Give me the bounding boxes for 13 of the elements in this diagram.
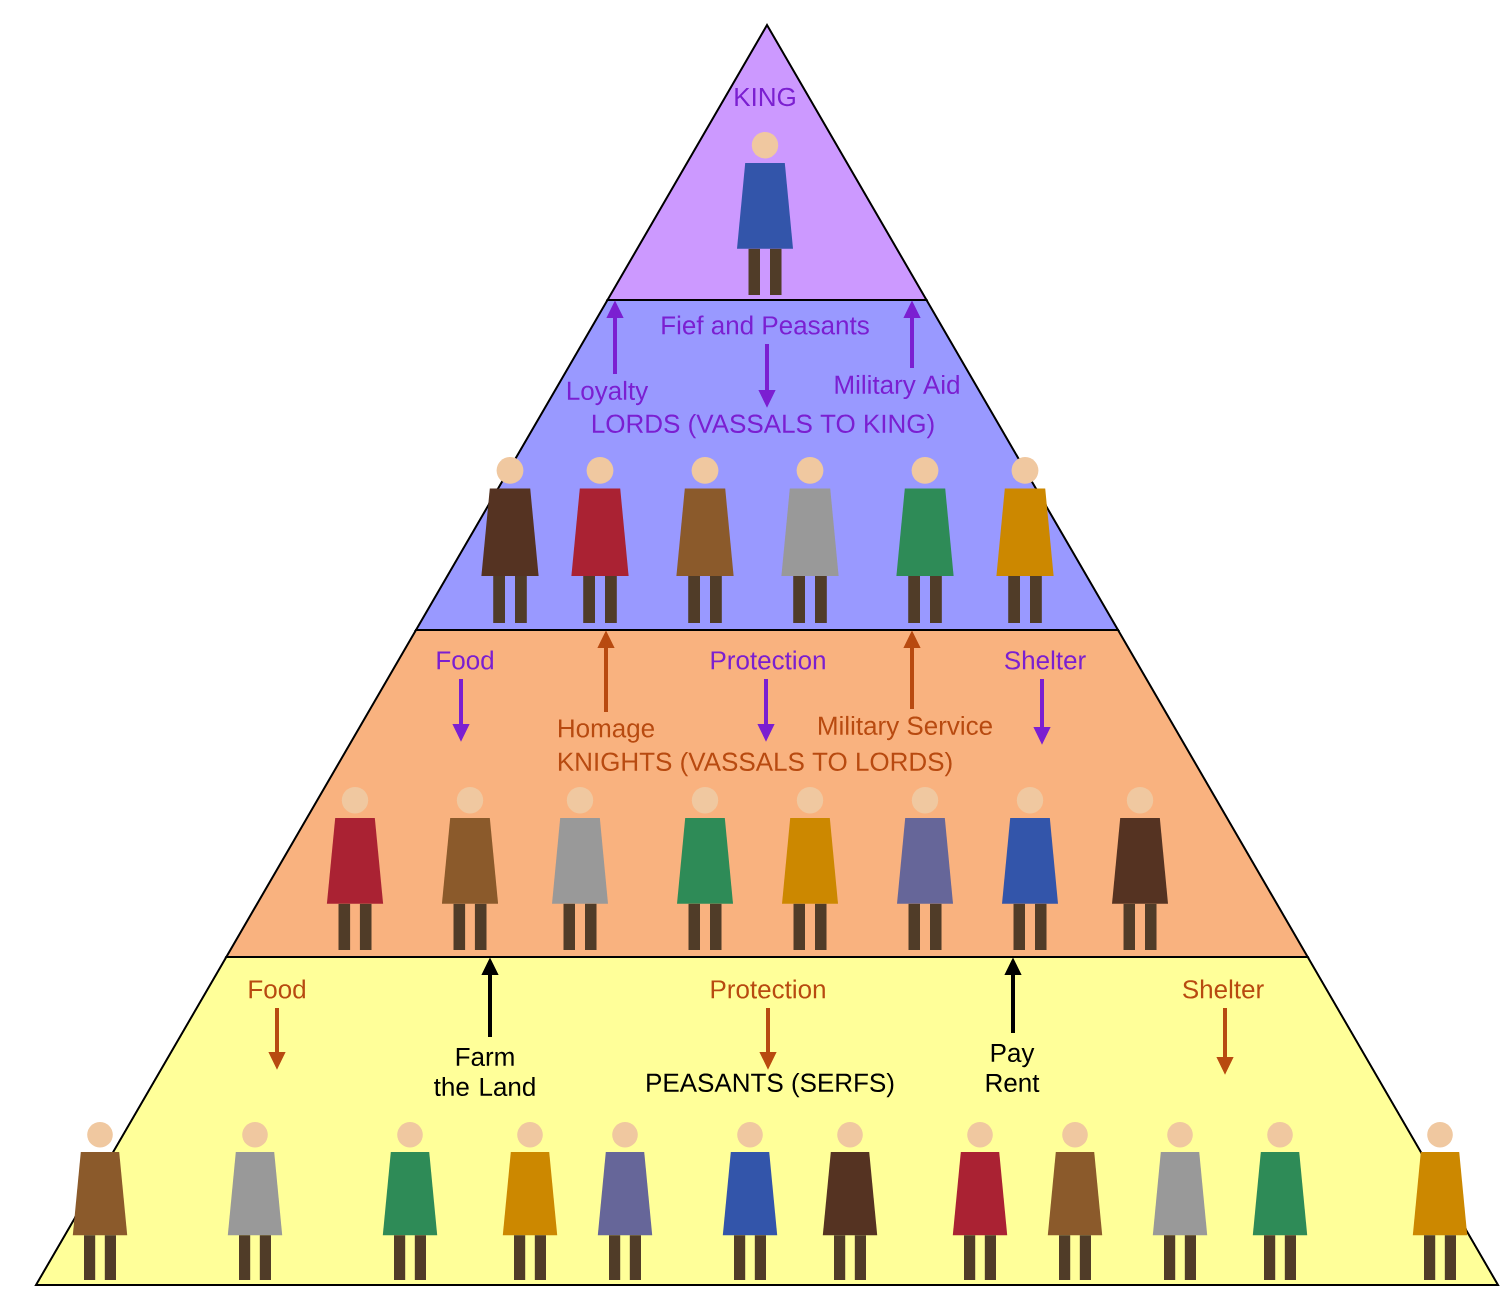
arrow-label: Homage [559, 719, 654, 743]
arrow-label: Protection [711, 650, 825, 670]
arrow-label: Farm the Land [434, 1047, 535, 1097]
arrow-label: Shelter [1183, 979, 1264, 999]
arrow-label: Fief and Peasants [662, 315, 869, 335]
arrow-label: Food [437, 650, 493, 670]
arrow-label: Military Aid [835, 374, 959, 400]
arrow-label: Pay Rent [986, 1043, 1040, 1093]
arrow-label: Protection [711, 979, 825, 999]
arrow-label: Military Service [819, 715, 992, 741]
arrow-label: Food [249, 979, 305, 999]
arrow-label: Shelter [1005, 650, 1086, 670]
arrow-label: Loyalty [567, 380, 649, 406]
